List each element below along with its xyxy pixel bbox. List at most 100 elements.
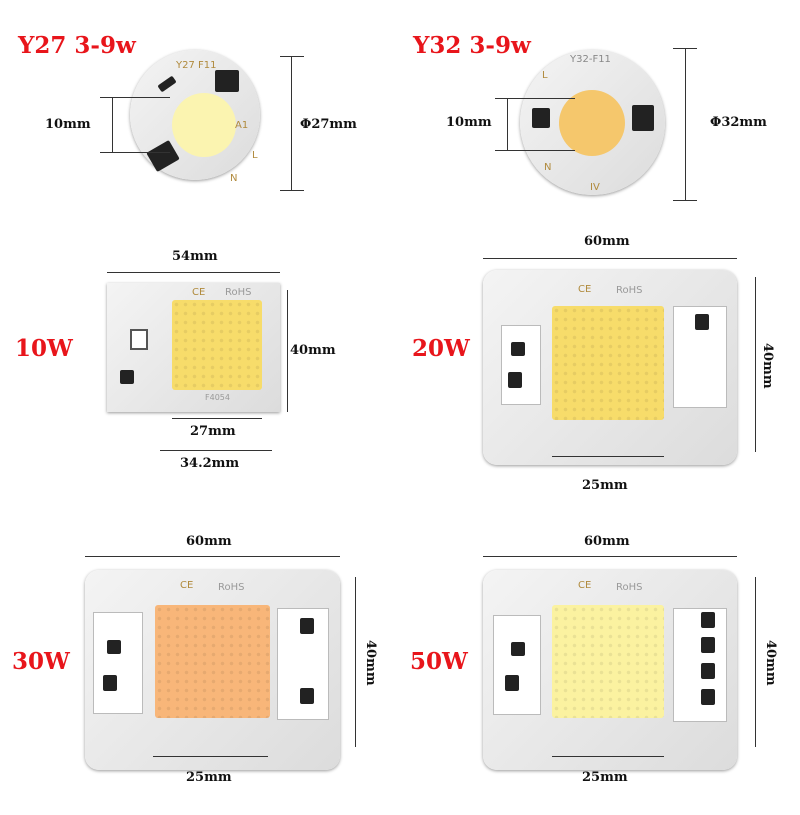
y27-mark: A1 [235, 120, 249, 131]
w20-title: 20W [412, 335, 470, 362]
w20-height: 40mm [760, 343, 775, 389]
y32-ic [632, 105, 654, 131]
w50-led-width: 25mm [582, 770, 628, 785]
dim-line [112, 97, 113, 152]
dim-line [291, 56, 292, 190]
y27-resistor [157, 75, 177, 93]
dim-line [153, 756, 268, 757]
y27-mark: L [252, 150, 258, 161]
y32-led-dim: 10mm [446, 115, 492, 130]
dim-line [495, 150, 575, 151]
y32-mark: IV [590, 182, 600, 193]
w50-chip [701, 637, 715, 653]
ce-mark: CE [192, 287, 206, 298]
dim-line [160, 450, 272, 451]
rohs-mark: RoHS [225, 287, 252, 298]
dim-line [755, 277, 756, 452]
dim-line [483, 258, 737, 259]
w30-height: 40mm [363, 640, 378, 686]
w10-pitch: 34.2mm [180, 456, 240, 471]
y32-mark: L [542, 70, 548, 81]
w50-chip [505, 675, 519, 691]
y32-board-text: Y32-F11 [570, 54, 611, 65]
w30-chip [107, 640, 121, 654]
w30-chip [103, 675, 117, 691]
w30-led-width: 25mm [186, 770, 232, 785]
y32-diameter: Φ32mm [710, 115, 767, 130]
dim-line [507, 98, 508, 150]
w50-height: 40mm [763, 640, 778, 686]
w20-led-width: 25mm [582, 478, 628, 493]
rohs-mark: RoHS [616, 582, 643, 593]
w10-code: F4054 [205, 393, 230, 402]
dim-line [673, 200, 697, 201]
y32-led [559, 90, 625, 156]
w50-title: 50W [410, 648, 468, 675]
y32-mark: N [544, 162, 552, 173]
w20-width: 60mm [584, 234, 630, 249]
y27-rectifier [146, 139, 180, 173]
y27-board: Y27 F11 A1 L N [130, 50, 260, 184]
w30-pad-left [93, 612, 143, 714]
y27-board-text: Y27 F11 [176, 60, 217, 71]
dim-line [755, 577, 756, 747]
w30-led [155, 605, 270, 718]
w10-pad [130, 329, 148, 350]
w20-led [552, 306, 664, 420]
w50-chip [701, 612, 715, 628]
w10-title: 10W [15, 335, 73, 362]
rohs-mark: RoHS [218, 582, 245, 593]
w10-led-width: 27mm [190, 424, 236, 439]
dim-line [100, 152, 170, 153]
w20-chip [511, 342, 525, 356]
w50-pad-right [673, 608, 727, 722]
y27-mark: N [230, 173, 238, 184]
w50-chip [701, 663, 715, 679]
ce-mark: CE [180, 580, 194, 591]
dim-line [107, 272, 280, 273]
dim-line [673, 48, 697, 49]
dim-line [355, 577, 356, 747]
dim-line [552, 756, 664, 757]
w50-chip [701, 689, 715, 705]
y27-title: Y27 3-9w [18, 32, 136, 59]
w10-width: 54mm [172, 249, 218, 264]
dim-line [685, 48, 686, 200]
y27-led-dim: 10mm [45, 117, 91, 132]
dim-line [287, 290, 288, 412]
dim-line [280, 190, 304, 191]
w10-led [172, 300, 262, 390]
w50-width: 60mm [584, 534, 630, 549]
w10-board: CE RoHS F4054 [107, 283, 280, 412]
w50-board: CE RoHS [483, 570, 737, 770]
dim-line [100, 97, 170, 98]
rohs-mark: RoHS [616, 285, 643, 296]
y27-led [172, 93, 236, 157]
w30-chip [300, 618, 314, 634]
w20-chip [508, 372, 522, 388]
y32-board: Y32-F11 L N IV [520, 50, 665, 195]
w50-led [552, 605, 664, 718]
w20-pad-left [501, 325, 541, 405]
dim-line [172, 418, 262, 419]
w20-board: CE RoHS [483, 270, 737, 465]
w30-title: 30W [12, 648, 70, 675]
dim-line [483, 556, 737, 557]
w50-pad-left [493, 615, 541, 715]
y32-rectifier [532, 108, 550, 128]
ce-mark: CE [578, 284, 592, 295]
w30-width: 60mm [186, 534, 232, 549]
w30-chip [300, 688, 314, 704]
dim-line [85, 556, 340, 557]
dim-line [552, 456, 664, 457]
w30-board: CE RoHS [85, 570, 340, 770]
y27-ic [215, 70, 239, 92]
w10-chip [120, 370, 134, 384]
dim-line [280, 56, 304, 57]
y32-title: Y32 3-9w [413, 32, 531, 59]
w20-chip [695, 314, 709, 330]
w50-chip [511, 642, 525, 656]
y27-diameter: Φ27mm [300, 117, 357, 132]
w10-height: 40mm [290, 343, 336, 358]
ce-mark: CE [578, 580, 592, 591]
